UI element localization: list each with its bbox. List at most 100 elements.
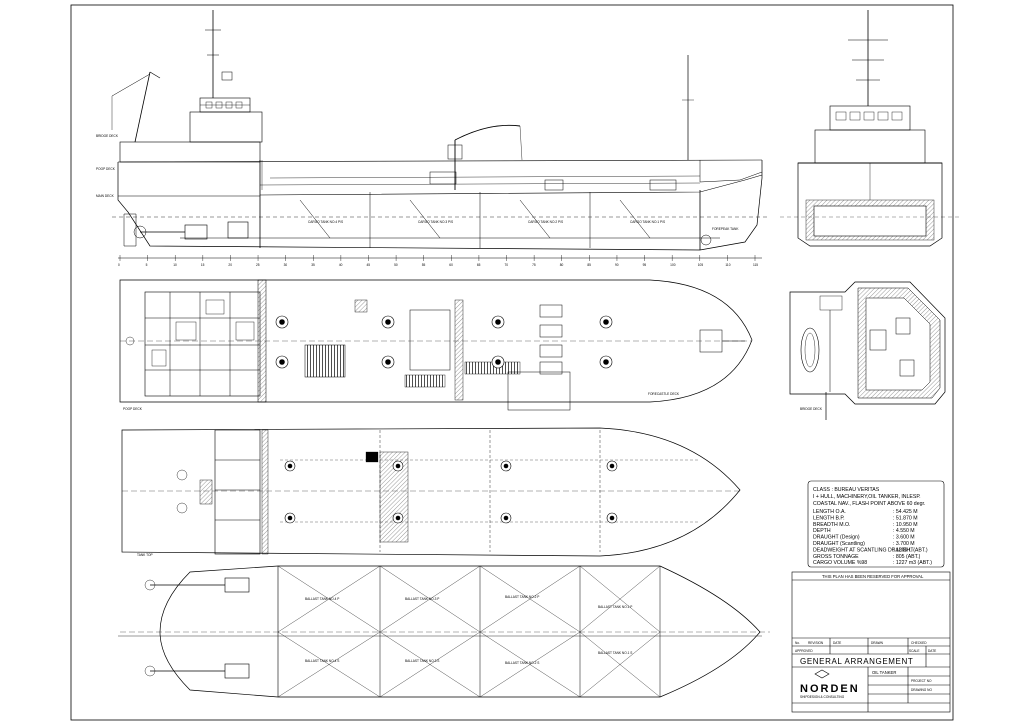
spec-label: GROSS TONNAGE — [813, 554, 859, 560]
svg-text:SHIPDESIGN & CONSULTING: SHIPDESIGN & CONSULTING — [800, 695, 845, 699]
spec-label: DRAUGHT (Design) — [813, 535, 860, 541]
frame-mark-label: 80 — [560, 263, 564, 267]
frame-mark-label: 35 — [311, 263, 315, 267]
profile-frame-ticks — [119, 255, 756, 261]
suction-well-core — [503, 463, 509, 469]
tank-label-2: CARGO TANK NO.2 P/S — [528, 220, 563, 224]
tank-dome-core — [279, 319, 285, 325]
main-deck-line — [259, 174, 763, 196]
frame-mark-label: 10 — [173, 263, 177, 267]
spec-notation-2: COASTAL NAV., FLASH POINT ABOVE 60 degr. — [813, 501, 925, 507]
tank-dome-core — [279, 359, 285, 365]
tank-dome-core — [603, 359, 609, 365]
frame-mark-label: 85 — [587, 263, 591, 267]
suction-well-core — [395, 515, 401, 521]
grid-label-6: SCALE — [909, 649, 919, 653]
spec-value: : 805 (ABT.) — [893, 554, 921, 560]
frame-mark-label: 30 — [284, 263, 288, 267]
ballast-label-1p: BALLAST TANK NO.1 P — [598, 605, 632, 609]
vessel-type: OIL TANKER — [872, 670, 896, 675]
bridge-deck-plan — [789, 281, 946, 420]
svg-text:NORDEN: NORDEN — [800, 683, 860, 695]
tank-top-plan — [121, 427, 741, 557]
grid-label-0: No. — [795, 641, 800, 645]
spec-value: : 1200 t. (ABT.) — [893, 547, 928, 553]
frame-mark-label: 25 — [256, 263, 260, 267]
tank-dome-core — [495, 319, 501, 325]
tank-top-outline — [121, 427, 741, 557]
fore-peak-label: FOREPEAK TANK — [712, 227, 739, 231]
frame-mark-label: 5 — [146, 263, 148, 267]
frame-mark-label: 115 — [753, 263, 758, 267]
ballast-label-4s: BALLAST TANK NO.4 S — [305, 659, 339, 663]
spec-label: DRAUGHT (Scantling) — [813, 541, 865, 547]
ballast-label-1s: BALLAST TANK NO.1 S — [598, 651, 632, 655]
spec-label: DEADWEIGHT AT SCANTLING DRAUGHT — [813, 547, 914, 553]
title-block — [791, 571, 951, 713]
frame-mark-label: 110 — [725, 263, 730, 267]
tank-dome-core — [495, 359, 501, 365]
ballast-label-3p: BALLAST TANK NO.3 P — [405, 597, 439, 601]
ballast-label-2s: BALLAST TANK NO.2 S — [505, 661, 539, 665]
profile-view — [111, 10, 770, 259]
midship-section — [780, 10, 960, 247]
grid-label-1: REVISION — [808, 641, 824, 645]
suction-well-core — [609, 463, 615, 469]
deck-label-poop: POOP DECK — [96, 167, 116, 171]
tank-dome-core — [385, 359, 391, 365]
frame-mark-label: 0 — [118, 263, 120, 267]
deck-label-main: MAIN DECK — [96, 194, 115, 198]
suction-well-core — [395, 463, 401, 469]
spec-label: LENGTH O.A. — [813, 509, 846, 515]
tank-label-3: CARGO TANK NO.3 P/S — [418, 220, 453, 224]
drawing-title: GENERAL ARRANGEMENT — [800, 657, 913, 666]
bridge-deck-outline — [789, 281, 946, 405]
ballast-label-2p: BALLAST TANK NO.2 P — [505, 595, 539, 599]
frame-mark-label: 45 — [366, 263, 370, 267]
spec-value: : 54.425 M — [893, 509, 918, 515]
spec-label: BREADTH M.O. — [813, 522, 850, 528]
spec-class: CLASS : BUREAU VERITAS — [813, 487, 880, 493]
main-deck-tank-domes — [275, 315, 613, 369]
poop-deck-label: POOP DECK — [123, 407, 143, 411]
grid-label-5: APPROVED — [795, 649, 813, 653]
grid-label-2: DATE — [833, 641, 841, 645]
spec-value: : 1227 m3 (ABT.) — [893, 560, 932, 566]
frame-mark-label: 20 — [228, 263, 232, 267]
spec-label: LENGTH B.P. — [813, 515, 845, 521]
tank-top-label: TANK TOP — [137, 553, 153, 557]
spec-value: : 10.950 M — [893, 522, 918, 528]
approval-note: THIS PLAN HAS BEEN RESERVED FOR APPROVAL — [822, 574, 924, 579]
spec-label: CARGO VOLUME %98 — [813, 560, 867, 566]
deck-label-bridge: BRIDGE DECK — [96, 134, 119, 138]
tank-top-suction-wells — [284, 460, 618, 524]
spec-value: : 4.550 M — [893, 528, 915, 534]
spec-value: : 3.700 M — [893, 541, 915, 547]
main-deck-outline — [119, 279, 753, 403]
ballast-plan — [118, 565, 770, 698]
ballast-label-4p: BALLAST TANK NO.4 P — [305, 597, 339, 601]
frame-mark-label: 40 — [339, 263, 343, 267]
spec-notation-1: I + HULL, MACHINERY,OIL TANKER, INLESP. — [813, 494, 921, 500]
suction-well-core — [503, 515, 509, 521]
tank-label-1: CARGO TANK NO.1 P/S — [630, 220, 665, 224]
frame-mark-label: 60 — [449, 263, 453, 267]
suction-well-core — [287, 463, 293, 469]
ballast-label-3s: BALLAST TANK NO.3 S — [405, 659, 439, 663]
norden-logo: NORDEN SHIPDESIGN & CONSULTING — [800, 669, 860, 699]
frame-mark-label: 15 — [201, 263, 205, 267]
frame-mark-label: 65 — [477, 263, 481, 267]
grid-label-3: DRAWN — [871, 641, 884, 645]
drawing-frame — [70, 4, 954, 721]
tank-dome-core — [385, 319, 391, 325]
suction-well-core — [287, 515, 293, 521]
forecastle-label: FORECASTLE DECK — [648, 392, 680, 396]
frame-mark-label: 70 — [505, 263, 509, 267]
profile-hull-outline — [117, 160, 763, 251]
spec-label: DEPTH — [813, 528, 831, 534]
tank-label-4: CARGO TANK NO.4 P/S — [308, 220, 343, 224]
tank-dome-core — [603, 319, 609, 325]
